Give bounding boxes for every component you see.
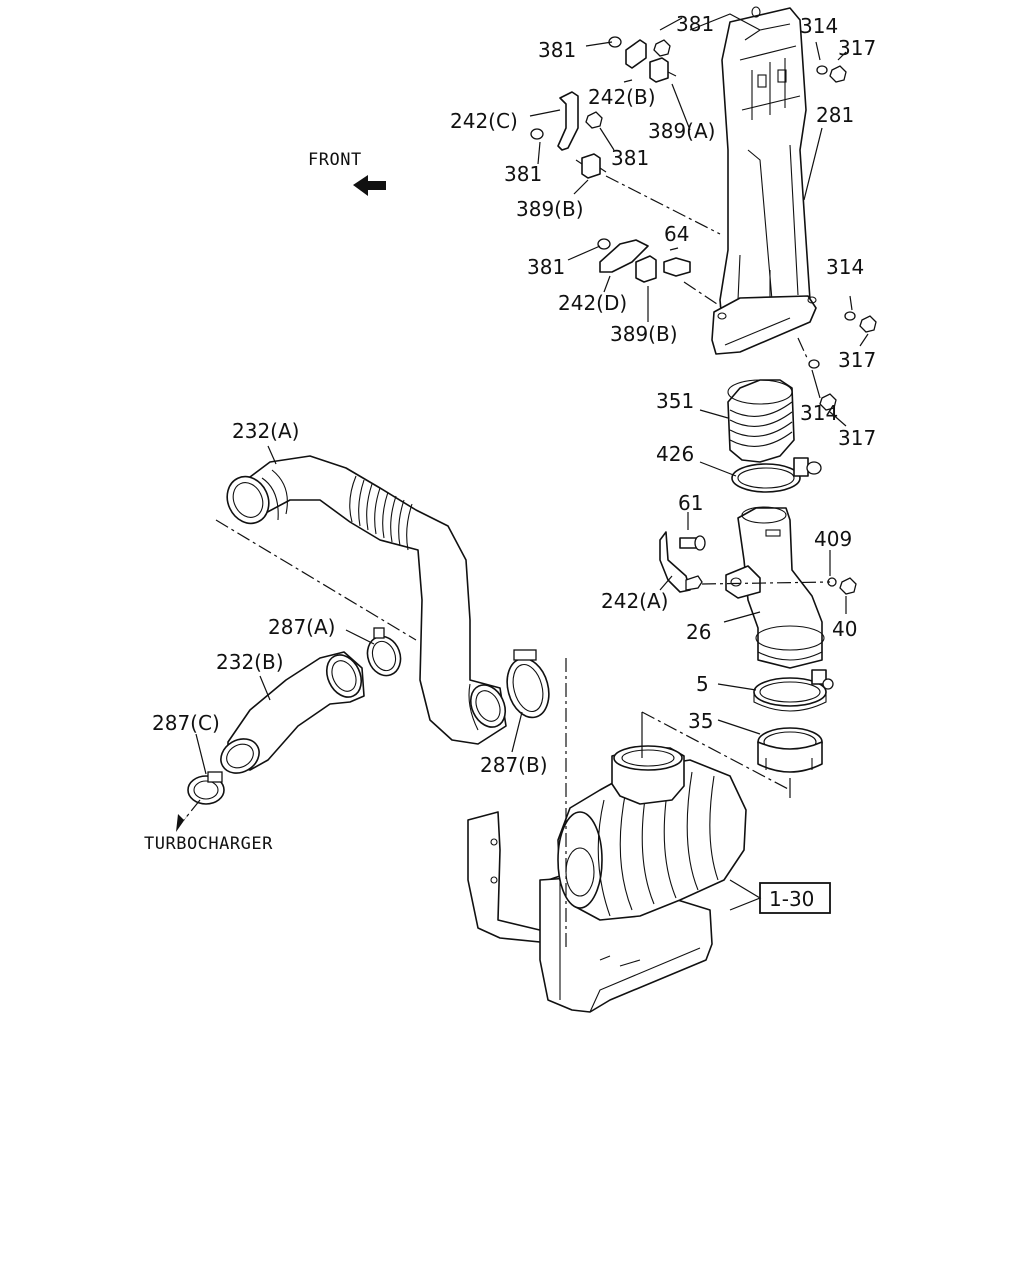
callout-281: 281	[816, 103, 854, 127]
intake-duct-281	[711, 6, 817, 355]
alignment-lines	[215, 175, 831, 950]
callout-5: 5	[696, 672, 709, 696]
hose-clamp-287a	[366, 627, 402, 677]
hose-clamp-287c	[187, 771, 225, 805]
clamp-5	[753, 669, 834, 712]
callout-labels: 381 381 314 317 242(B) 389(A) 281 242(C)…	[152, 12, 876, 777]
leader-lines	[195, 13, 869, 911]
reference-label: 1-30	[769, 887, 814, 911]
callout-381-top: 381	[676, 12, 714, 36]
callout-389a: 389(A)	[648, 119, 715, 143]
callout-389b-top: 389(B)	[516, 197, 584, 221]
callout-242a: 242(A)	[601, 589, 668, 613]
callout-61: 61	[678, 491, 703, 515]
elbow-pipe-26	[725, 506, 825, 669]
front-direction-indicator: FRONT	[308, 150, 386, 196]
callout-40: 40	[832, 617, 857, 641]
hose-232a	[226, 455, 507, 745]
callout-381-low: 381	[527, 255, 565, 279]
hose-232b	[220, 651, 365, 774]
callout-317-mid: 317	[838, 348, 876, 372]
bolt-61-and-bracket-242a	[659, 531, 857, 595]
ring-seal-35	[757, 727, 823, 773]
callout-314-mid: 314	[826, 255, 864, 279]
callout-426: 426	[656, 442, 694, 466]
callout-314-low: 314	[800, 401, 838, 425]
callout-242b: 242(B)	[588, 85, 656, 109]
bellows-hose-351	[727, 379, 795, 463]
turbo-arrow-icon	[176, 812, 190, 832]
callout-409: 409	[814, 527, 852, 551]
callout-381-mid: 381	[611, 146, 649, 170]
callout-64: 64	[664, 222, 689, 246]
callout-389b-low: 389(B)	[610, 322, 678, 346]
hose-clamp-287b	[506, 649, 550, 719]
callout-381-midleft: 381	[504, 162, 542, 186]
turbocharger-label: TURBOCHARGER	[144, 834, 273, 854]
callout-381-left: 381	[538, 38, 576, 62]
callout-232a: 232(A)	[232, 419, 299, 443]
turbocharger-direction: TURBOCHARGER	[144, 799, 273, 854]
callout-26: 26	[686, 620, 711, 644]
callout-287a: 287(A)	[268, 615, 335, 639]
callout-351: 351	[656, 389, 694, 413]
upper-bracket-hardware	[530, 36, 677, 179]
callout-287b: 287(B)	[480, 753, 548, 777]
callout-314-top: 314	[800, 14, 838, 38]
front-arrow-icon	[353, 175, 386, 196]
middle-bracket-hardware	[597, 238, 691, 283]
callout-35: 35	[688, 709, 713, 733]
front-label: FRONT	[308, 150, 362, 170]
callout-242c: 242(C)	[450, 109, 518, 133]
callout-317-top: 317	[838, 36, 876, 60]
reference-box[interactable]: 1-30	[759, 882, 831, 914]
callout-242d: 242(D)	[558, 291, 627, 315]
callout-232b: 232(B)	[216, 650, 284, 674]
callout-287c: 287(C)	[152, 711, 220, 735]
band-clamp-426	[731, 457, 822, 493]
callout-317-low: 317	[838, 426, 876, 450]
air-cleaner-assembly	[467, 745, 747, 1013]
flange-washers-nuts	[808, 65, 877, 411]
